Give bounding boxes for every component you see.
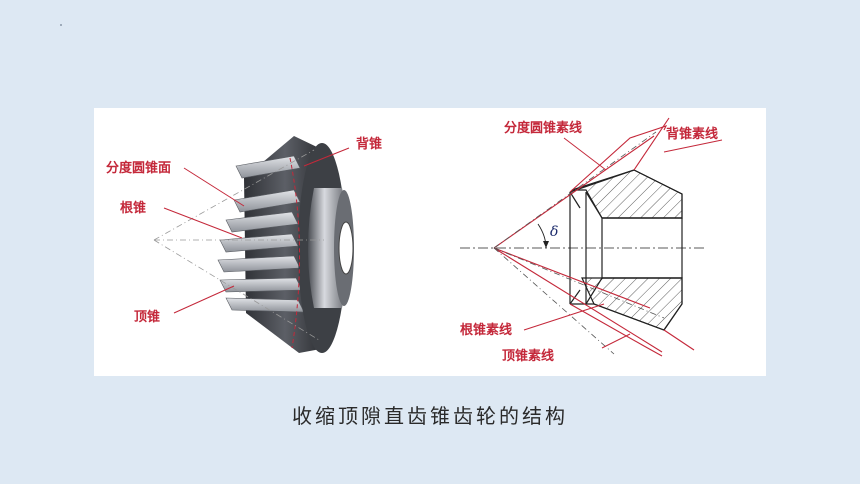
cone-element-lines xyxy=(493,117,695,357)
construction-lines xyxy=(493,131,665,355)
label-back-cone-element: 背锥素线 xyxy=(666,126,718,142)
angle-delta: δ xyxy=(550,224,558,240)
label-pitch-cone-surface: 分度圆锥面 xyxy=(106,160,171,176)
label-root-cone-element: 根锥素线 xyxy=(460,322,512,338)
label-face-cone-element: 顶锥素线 xyxy=(502,348,554,364)
label-root-cone: 根锥 xyxy=(120,200,146,216)
label-face-cone: 顶锥 xyxy=(134,309,160,325)
label-pitch-cone-element: 分度圆锥素线 xyxy=(504,120,582,136)
label-back-cone: 背锥 xyxy=(356,136,382,152)
bevel-gear-diagram: 分度圆锥面 根锥 顶锥 背锥 δ xyxy=(106,117,723,364)
figure-caption: 收缩顶隙直齿锥齿轮的结构 xyxy=(292,404,568,428)
corner-dot xyxy=(60,24,62,26)
angle-arrow-icon xyxy=(543,241,549,248)
figure-panel: 分度圆锥面 根锥 顶锥 背锥 δ xyxy=(94,108,766,376)
right-leader-lines xyxy=(523,137,723,349)
gear-illustration xyxy=(153,136,354,353)
